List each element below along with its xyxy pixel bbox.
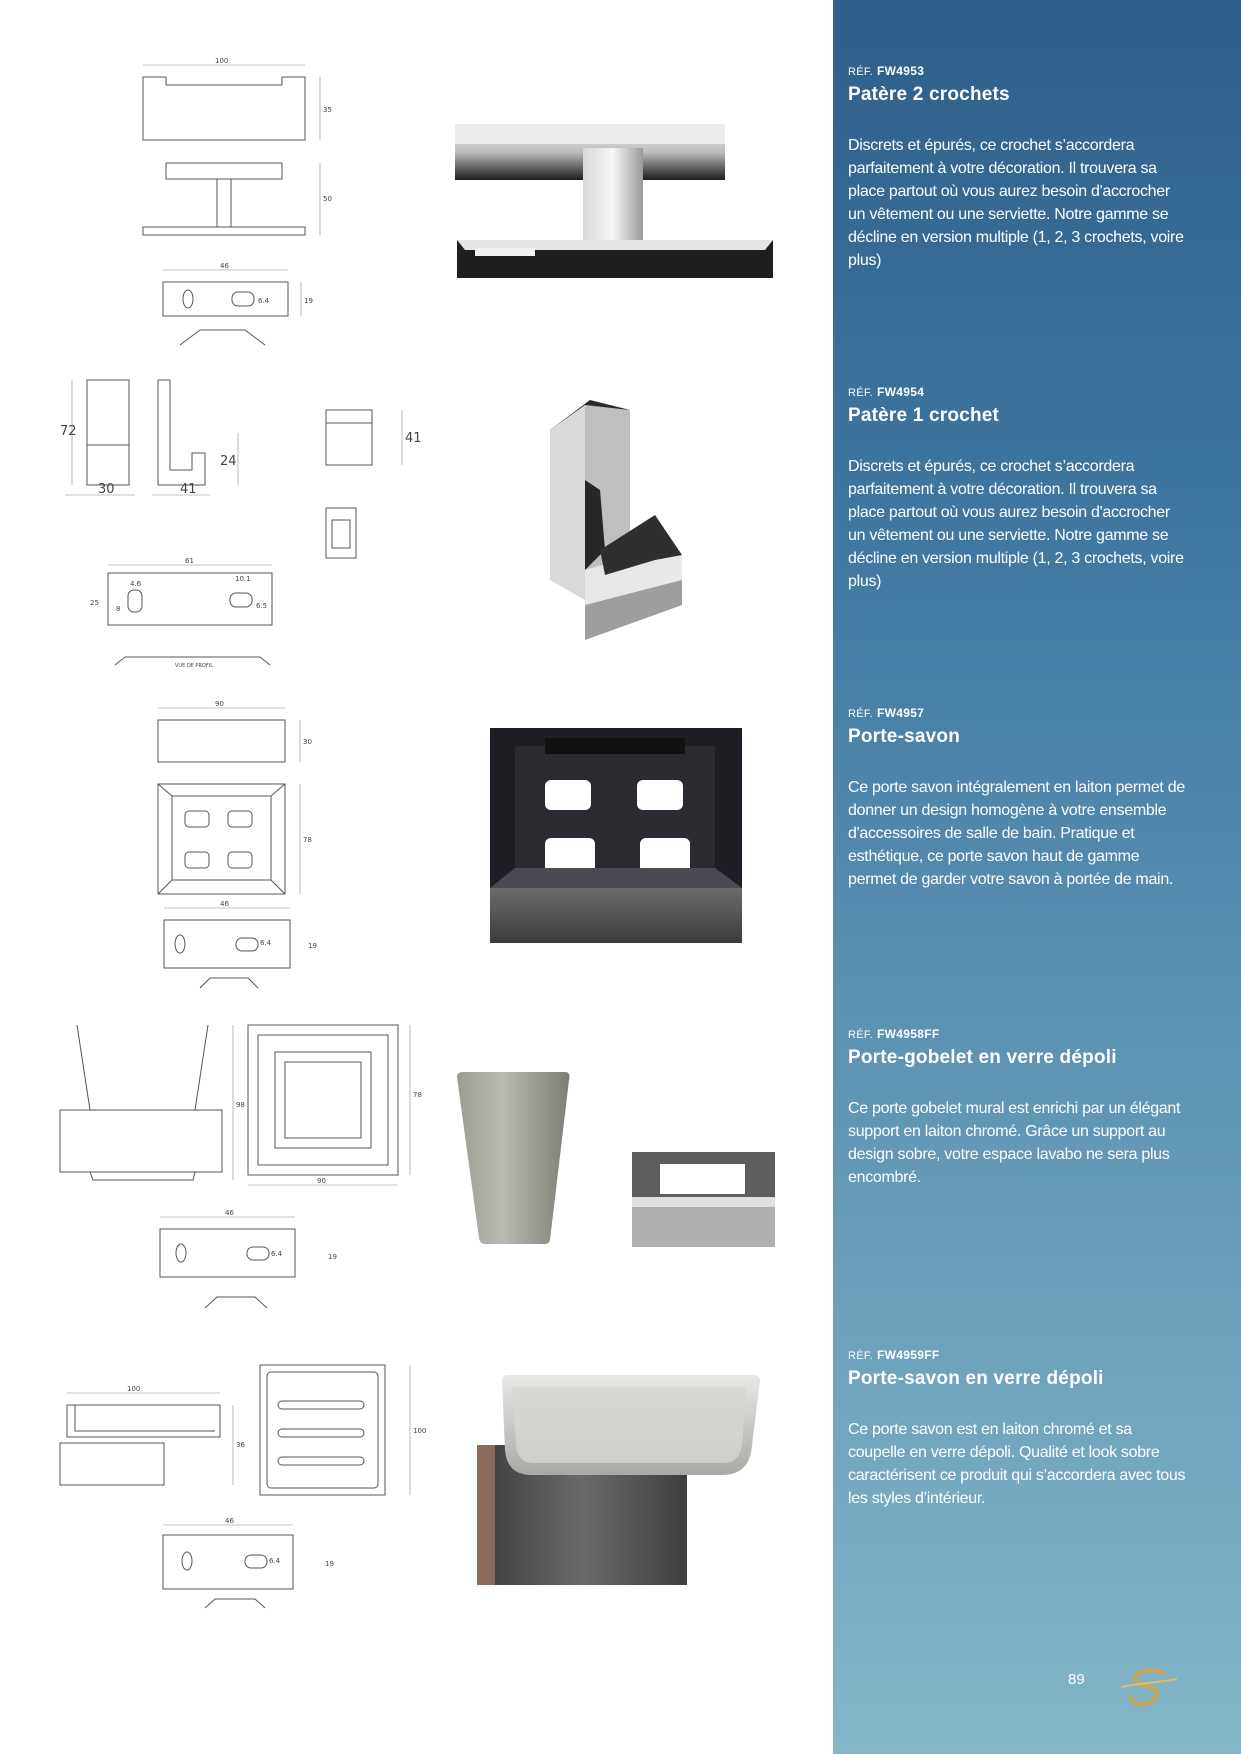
product-FW4953: RÉF.FW4953 Patère 2 crochets Discrets et… <box>848 64 1188 272</box>
ref-label: RÉF. <box>848 387 874 399</box>
dim-base: 46 <box>220 262 229 270</box>
technical-drawing-FW4954: 72 30 41 24 41 61 4.6 10.1 6.5 8 25 VUE … <box>60 375 430 675</box>
product-description: Discrets et épurés, ce crochet s’accorde… <box>848 458 1184 590</box>
product-FW4959FF: RÉF.FW4959FF Porte-savon en verre dépoli… <box>848 1348 1188 1510</box>
page-number: 89 <box>1068 1671 1085 1688</box>
dim-w: 30 <box>98 482 115 497</box>
product-title: Porte-savon en verre dépoli <box>848 1368 1104 1389</box>
technical-drawing-FW4953: 100 35 50 46 19 6.4 <box>130 55 350 350</box>
product-description: Ce porte savon intégralement en laiton p… <box>848 779 1185 888</box>
brand-logo-icon <box>1118 1665 1180 1711</box>
sidebar-panel <box>833 0 1241 1754</box>
ref-label: RÉF. <box>848 708 874 720</box>
dim-base: 61 <box>185 557 194 565</box>
dim-h1: 35 <box>323 106 332 114</box>
dim-base-h: 19 <box>325 1560 334 1568</box>
dim-w: 90 <box>317 1177 326 1185</box>
product-photo-FW4954 <box>545 400 685 645</box>
product-title: Patère 2 crochets <box>848 84 1010 105</box>
product-title: Patère 1 crochet <box>848 405 1000 426</box>
dim-base: 46 <box>220 900 229 908</box>
dim-h: 72 <box>60 424 77 439</box>
product-description: Discrets et épurés, ce crochet s’accorde… <box>848 137 1184 269</box>
dim-d3: 6.5 <box>256 602 267 610</box>
technical-drawing-FW4957: 90 30 78 46 6.4 19 <box>150 698 320 998</box>
dim-h2: 50 <box>323 195 332 203</box>
dim-base-h: 19 <box>308 942 317 950</box>
ref-label: RÉF. <box>848 66 874 78</box>
product-photo-FW4958FF <box>455 1072 785 1262</box>
dim-side: 41 <box>405 431 422 446</box>
ref-label: RÉF. <box>848 1029 874 1041</box>
dim-h: 36 <box>236 1441 245 1449</box>
ref-label: RÉF. <box>848 1350 874 1362</box>
profile-label: VUE DE PROFIL <box>175 663 213 669</box>
product-FW4957: RÉF.FW4957 Porte-savon Ce porte savon in… <box>848 706 1188 891</box>
dim-base-h: 19 <box>304 297 313 305</box>
dim-d4: 8 <box>116 605 120 613</box>
dim-h: 30 <box>303 738 312 746</box>
dim-width: 100 <box>215 57 228 65</box>
dim-w: 90 <box>215 700 224 708</box>
product-ref: RÉF.FW4958FF <box>848 1027 1188 1041</box>
product-ref: RÉF.FW4954 <box>848 385 1188 399</box>
product-description: Ce porte savon est en laiton chromé et s… <box>848 1421 1186 1507</box>
dim-base: 46 <box>225 1517 234 1525</box>
technical-drawing-FW4958FF: 98 90 78 46 6.4 19 <box>55 1015 425 1315</box>
product-title: Porte-gobelet en verre dépoli <box>848 1047 1117 1068</box>
dim-base: 46 <box>225 1209 234 1217</box>
product-photo-FW4957 <box>485 728 747 946</box>
dim-d: 78 <box>413 1091 422 1099</box>
ref-code: FW4953 <box>877 64 925 78</box>
dim-h: 98 <box>236 1101 245 1109</box>
dim-slot: 6.4 <box>260 939 272 947</box>
dim-w: 100 <box>127 1385 140 1393</box>
product-ref: RÉF.FW4953 <box>848 64 1188 78</box>
dim-slot: 6.4 <box>271 1250 283 1258</box>
dim-d2: 10.1 <box>235 575 251 583</box>
dim-slot: 6.4 <box>269 1557 281 1565</box>
ref-code: FW4954 <box>877 385 925 399</box>
ref-code: FW4958FF <box>877 1027 940 1041</box>
ref-code: FW4957 <box>877 706 925 720</box>
ref-code: FW4959FF <box>877 1348 940 1362</box>
dim-hook: 24 <box>220 454 237 469</box>
product-FW4954: RÉF.FW4954 Patère 1 crochet Discrets et … <box>848 385 1188 593</box>
product-title: Porte-savon <box>848 726 961 747</box>
dim-d: 100 <box>413 1427 426 1435</box>
dim-d: 41 <box>180 482 197 497</box>
product-description: Ce porte gobelet mural est enrichi par u… <box>848 1100 1181 1186</box>
dim-d: 78 <box>303 836 312 844</box>
dim-base-h: 25 <box>90 599 99 607</box>
technical-drawing-FW4959FF: 100 36 100 46 6.4 19 <box>55 1355 426 1655</box>
dim-slot: 6.4 <box>258 297 270 305</box>
product-ref: RÉF.FW4957 <box>848 706 1188 720</box>
product-FW4958FF: RÉF.FW4958FF Porte-gobelet en verre dépo… <box>848 1027 1188 1189</box>
dim-base-h: 19 <box>328 1253 337 1261</box>
dim-d1: 4.6 <box>130 580 142 588</box>
product-photo-FW4959FF <box>472 1375 762 1590</box>
product-ref: RÉF.FW4959FF <box>848 1348 1188 1362</box>
product-photo-FW4953 <box>455 118 775 288</box>
